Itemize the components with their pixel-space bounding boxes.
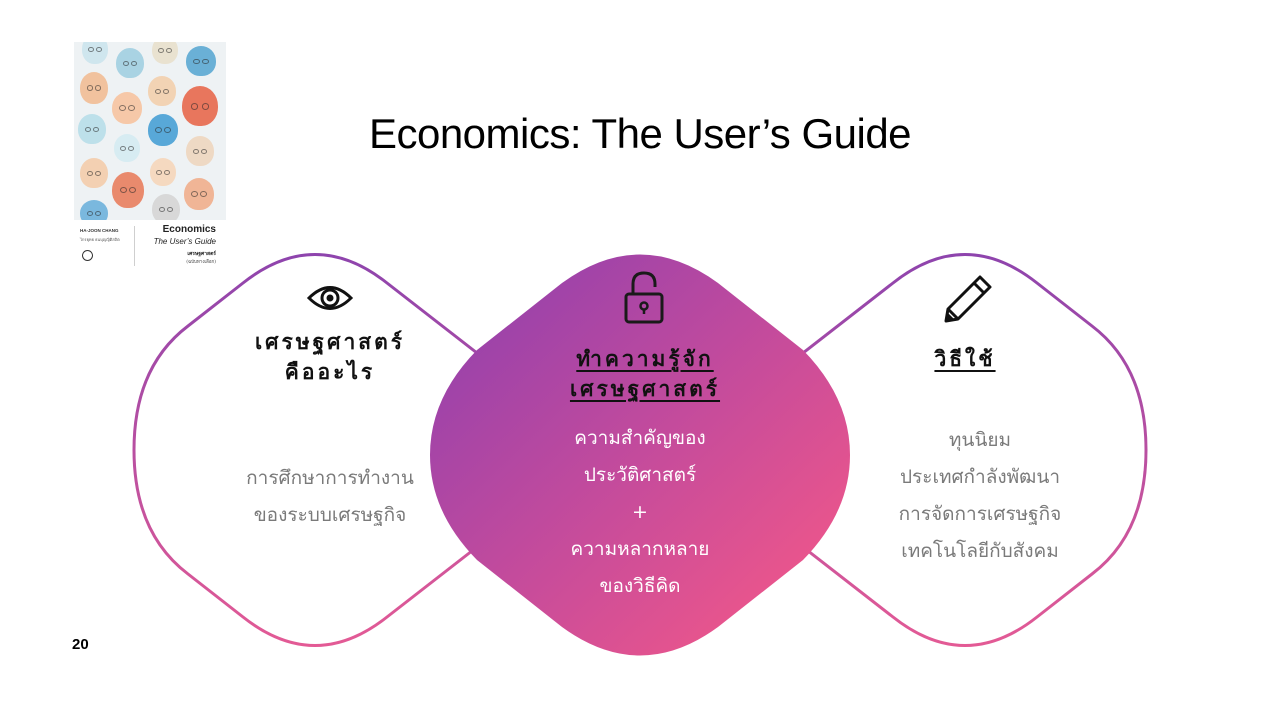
- unlock-icon: [624, 271, 664, 324]
- publisher-logo-icon: [82, 250, 93, 261]
- center-heading-line-2: เศรษฐศาสตร์: [569, 377, 721, 401]
- right-panel-body: ทุนนิยม ประเทศกำลังพัฒนา การจัดการเศรษฐก…: [850, 422, 1110, 570]
- left-panel-heading: เศรษฐศาสตร์ คืออะไร: [215, 327, 445, 387]
- book-author: HA-JOON CHANG: [80, 228, 119, 233]
- right-body-line-4: เทคโนโลยีกับสังคม: [901, 540, 1059, 562]
- left-heading-line-2: คืออะไร: [284, 360, 376, 384]
- center-heading-line-1: ทำความรู้จัก: [576, 347, 714, 371]
- center-panel-heading: ทำความรู้จัก เศรษฐศาสตร์: [530, 344, 760, 404]
- book-cover-illustration: [74, 42, 226, 220]
- left-body-line-1: การศึกษาการทำงาน: [246, 467, 414, 489]
- book-cover-image: HA-JOON CHANG ไกรยุทธ ธนบุญญิติสถิต Econ…: [74, 42, 226, 268]
- center-diamond: [430, 254, 850, 656]
- center-body-line-2: ประวัติศาสตร์: [583, 464, 697, 486]
- left-diamond-outline: [132, 253, 547, 647]
- book-divider: [134, 226, 135, 266]
- book-subtitle: The User’s Guide: [153, 237, 216, 246]
- slide-title: Economics: The User’s Guide: [368, 110, 912, 157]
- book-thai-subtitle: (ฉบับทางเลือก): [186, 260, 216, 265]
- book-thai-title: เศรษฐศาสตร์: [187, 251, 216, 257]
- pencil-icon: [944, 275, 992, 323]
- right-body-line-3: การจัดการเศรษฐกิจ: [898, 503, 1062, 525]
- left-panel-body: การศึกษาการทำงาน ของระบบเศรษฐกิจ: [200, 460, 460, 534]
- right-body-line-2: ประเทศกำลังพัฒนา: [900, 466, 1060, 488]
- right-panel-heading: วิธีใช้: [850, 344, 1080, 374]
- center-panel-body: ความสำคัญของ ประวัติศาสตร์ + ความหลากหลา…: [520, 420, 760, 605]
- book-cover-info: HA-JOON CHANG ไกรยุทธ ธนบุญญิติสถิต Econ…: [74, 220, 226, 268]
- slide-number: 20: [72, 636, 89, 653]
- center-body-line-3: +: [632, 501, 648, 523]
- center-body-line-5: ของวิธีคิด: [599, 575, 681, 597]
- center-body-line-4: ความหลากหลาย: [570, 538, 710, 560]
- right-body-line-1: ทุนนิยม: [948, 429, 1012, 451]
- eye-icon: [306, 286, 354, 310]
- book-translator: ไกรยุทธ ธนบุญญิติสถิต: [80, 237, 120, 242]
- left-heading-line-1: เศรษฐศาสตร์: [254, 330, 406, 354]
- center-body-line-1: ความสำคัญของ: [574, 427, 706, 449]
- right-heading-line-1: วิธีใช้: [934, 347, 996, 371]
- book-title: Economics: [162, 224, 216, 235]
- left-body-line-2: ของระบบเศรษฐกิจ: [253, 504, 407, 526]
